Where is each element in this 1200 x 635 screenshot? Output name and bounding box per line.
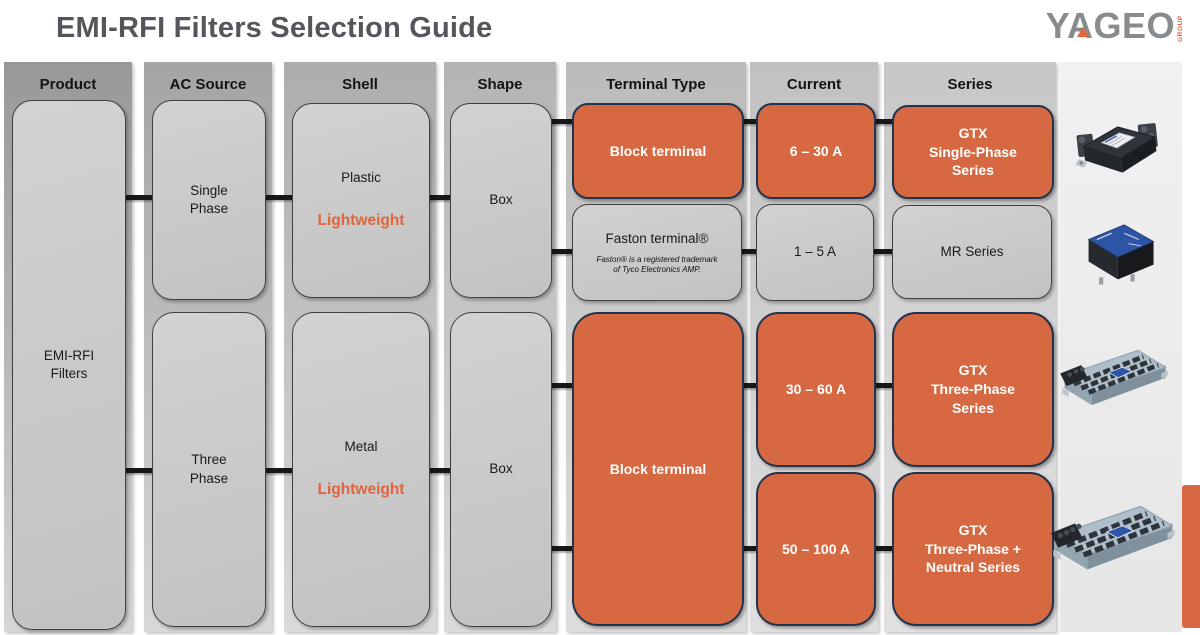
column-header-current: Current (786, 76, 842, 93)
connector-product-three-phase (118, 468, 158, 473)
node-single-phase: Single Phase (152, 100, 266, 300)
node-label: 1 – 5 A (793, 244, 837, 260)
node-three-phase: Three Phase (152, 312, 266, 627)
yageo-logo-text: YAGEO (1045, 5, 1175, 46)
column-header-series: Series (947, 76, 993, 93)
node-mr-series: MR Series (892, 205, 1052, 299)
connector-block-terminal-6-30a (734, 119, 762, 124)
connector-block-terminal-50-100a (734, 546, 762, 551)
column-header-shape: Shape (477, 76, 523, 93)
node-current-50-100a: 50 – 100 A (756, 472, 876, 626)
node-label: 30 – 60 A (785, 381, 847, 398)
node-label: GTX Single-Phase Series (929, 124, 1017, 179)
node-label: Three Phase (189, 452, 229, 486)
node-shape-box-top: Box (450, 103, 552, 298)
node-shape-box-bottom: Box (450, 312, 552, 627)
node-emi-rfi-filters: EMI-RFI Filters (12, 100, 126, 630)
mr-series-product-photo (1076, 210, 1164, 295)
connector-block-terminal-30-60a (734, 383, 762, 388)
node-label: Faston terminal® (605, 230, 709, 246)
connector-50-100a-gtx-three-neutral (866, 546, 898, 551)
yageo-logo: YAGEO GROUP (1046, 8, 1184, 44)
connector-product-single-phase (118, 195, 158, 200)
node-feature-label: Lightweight (317, 481, 405, 499)
column-header-ac-source: AC Source (169, 76, 247, 93)
connector-plastic-box (422, 195, 456, 200)
gtx-single-phase-product-photo (1068, 106, 1168, 195)
connector-30-60a-gtx-three (866, 383, 898, 388)
node-faston-terminal: Faston terminal® Faston® is a registered… (572, 204, 742, 301)
node-label: GTX Three-Phase Series (930, 362, 1016, 416)
node-feature-label: Lightweight (317, 212, 405, 230)
node-current-6-30a: 6 – 30 A (756, 103, 876, 199)
node-label: Block terminal (609, 460, 707, 477)
node-shell-plastic: Plastic Lightweight (292, 103, 430, 298)
connector-1-5a-mr-series (866, 249, 898, 254)
logo-a-triangle-icon (1076, 27, 1089, 37)
connector-6-30a-gtx-single (866, 119, 898, 124)
connector-box-faston-terminal (544, 249, 578, 254)
column-header-terminal-type: Terminal Type (606, 76, 706, 93)
connector-box-block-terminal-bottom-upper (544, 383, 578, 388)
node-current-30-60a: 30 – 60 A (756, 312, 876, 467)
node-label: GTX Three-Phase + Neutral Series (924, 521, 1022, 576)
node-gtx-single-phase-series: GTX Single-Phase Series (892, 105, 1054, 199)
node-label: 50 – 100 A (782, 540, 850, 557)
gtx-three-phase-neutral-product-photo (1046, 490, 1182, 603)
node-label: MR Series (940, 243, 1004, 259)
node-block-terminal-bottom: Block terminal (572, 312, 744, 626)
connector-single-phase-plastic (258, 195, 298, 200)
node-gtx-three-phase-series: GTX Three-Phase Series (892, 312, 1054, 467)
connector-box-block-terminal-top (544, 119, 578, 124)
node-material-label: Metal (344, 438, 378, 454)
yageo-group-label: GROUP (1177, 15, 1184, 42)
cutoff-orange-box (1182, 485, 1200, 628)
connector-metal-box (422, 468, 456, 473)
node-material-label: Plastic (341, 169, 381, 185)
node-label: Single Phase (189, 182, 229, 216)
node-label: EMI-RFI Filters (43, 347, 95, 381)
node-block-terminal-top: Block terminal (572, 103, 744, 199)
connector-faston-1-5a (734, 249, 762, 254)
column-header-product: Product (39, 76, 97, 93)
node-gtx-three-phase-neutral-series: GTX Three-Phase + Neutral Series (892, 472, 1054, 626)
connector-three-phase-metal (258, 468, 298, 473)
gtx-three-phase-product-photo (1056, 336, 1174, 435)
node-label: Block terminal (609, 142, 707, 159)
connector-box-block-terminal-bottom-lower (544, 546, 578, 551)
column-header-shell: Shell (342, 76, 378, 93)
node-shell-metal: Metal Lightweight (292, 312, 430, 627)
page-title: EMI-RFI Filters Selection Guide (56, 12, 493, 44)
faston-trademark-note: Faston® is a registered trademark of Tyc… (596, 254, 718, 275)
node-current-1-5a: 1 – 5 A (756, 204, 874, 301)
node-label: 6 – 30 A (789, 142, 843, 159)
node-label: Box (489, 192, 513, 208)
node-label: Box (489, 461, 513, 477)
